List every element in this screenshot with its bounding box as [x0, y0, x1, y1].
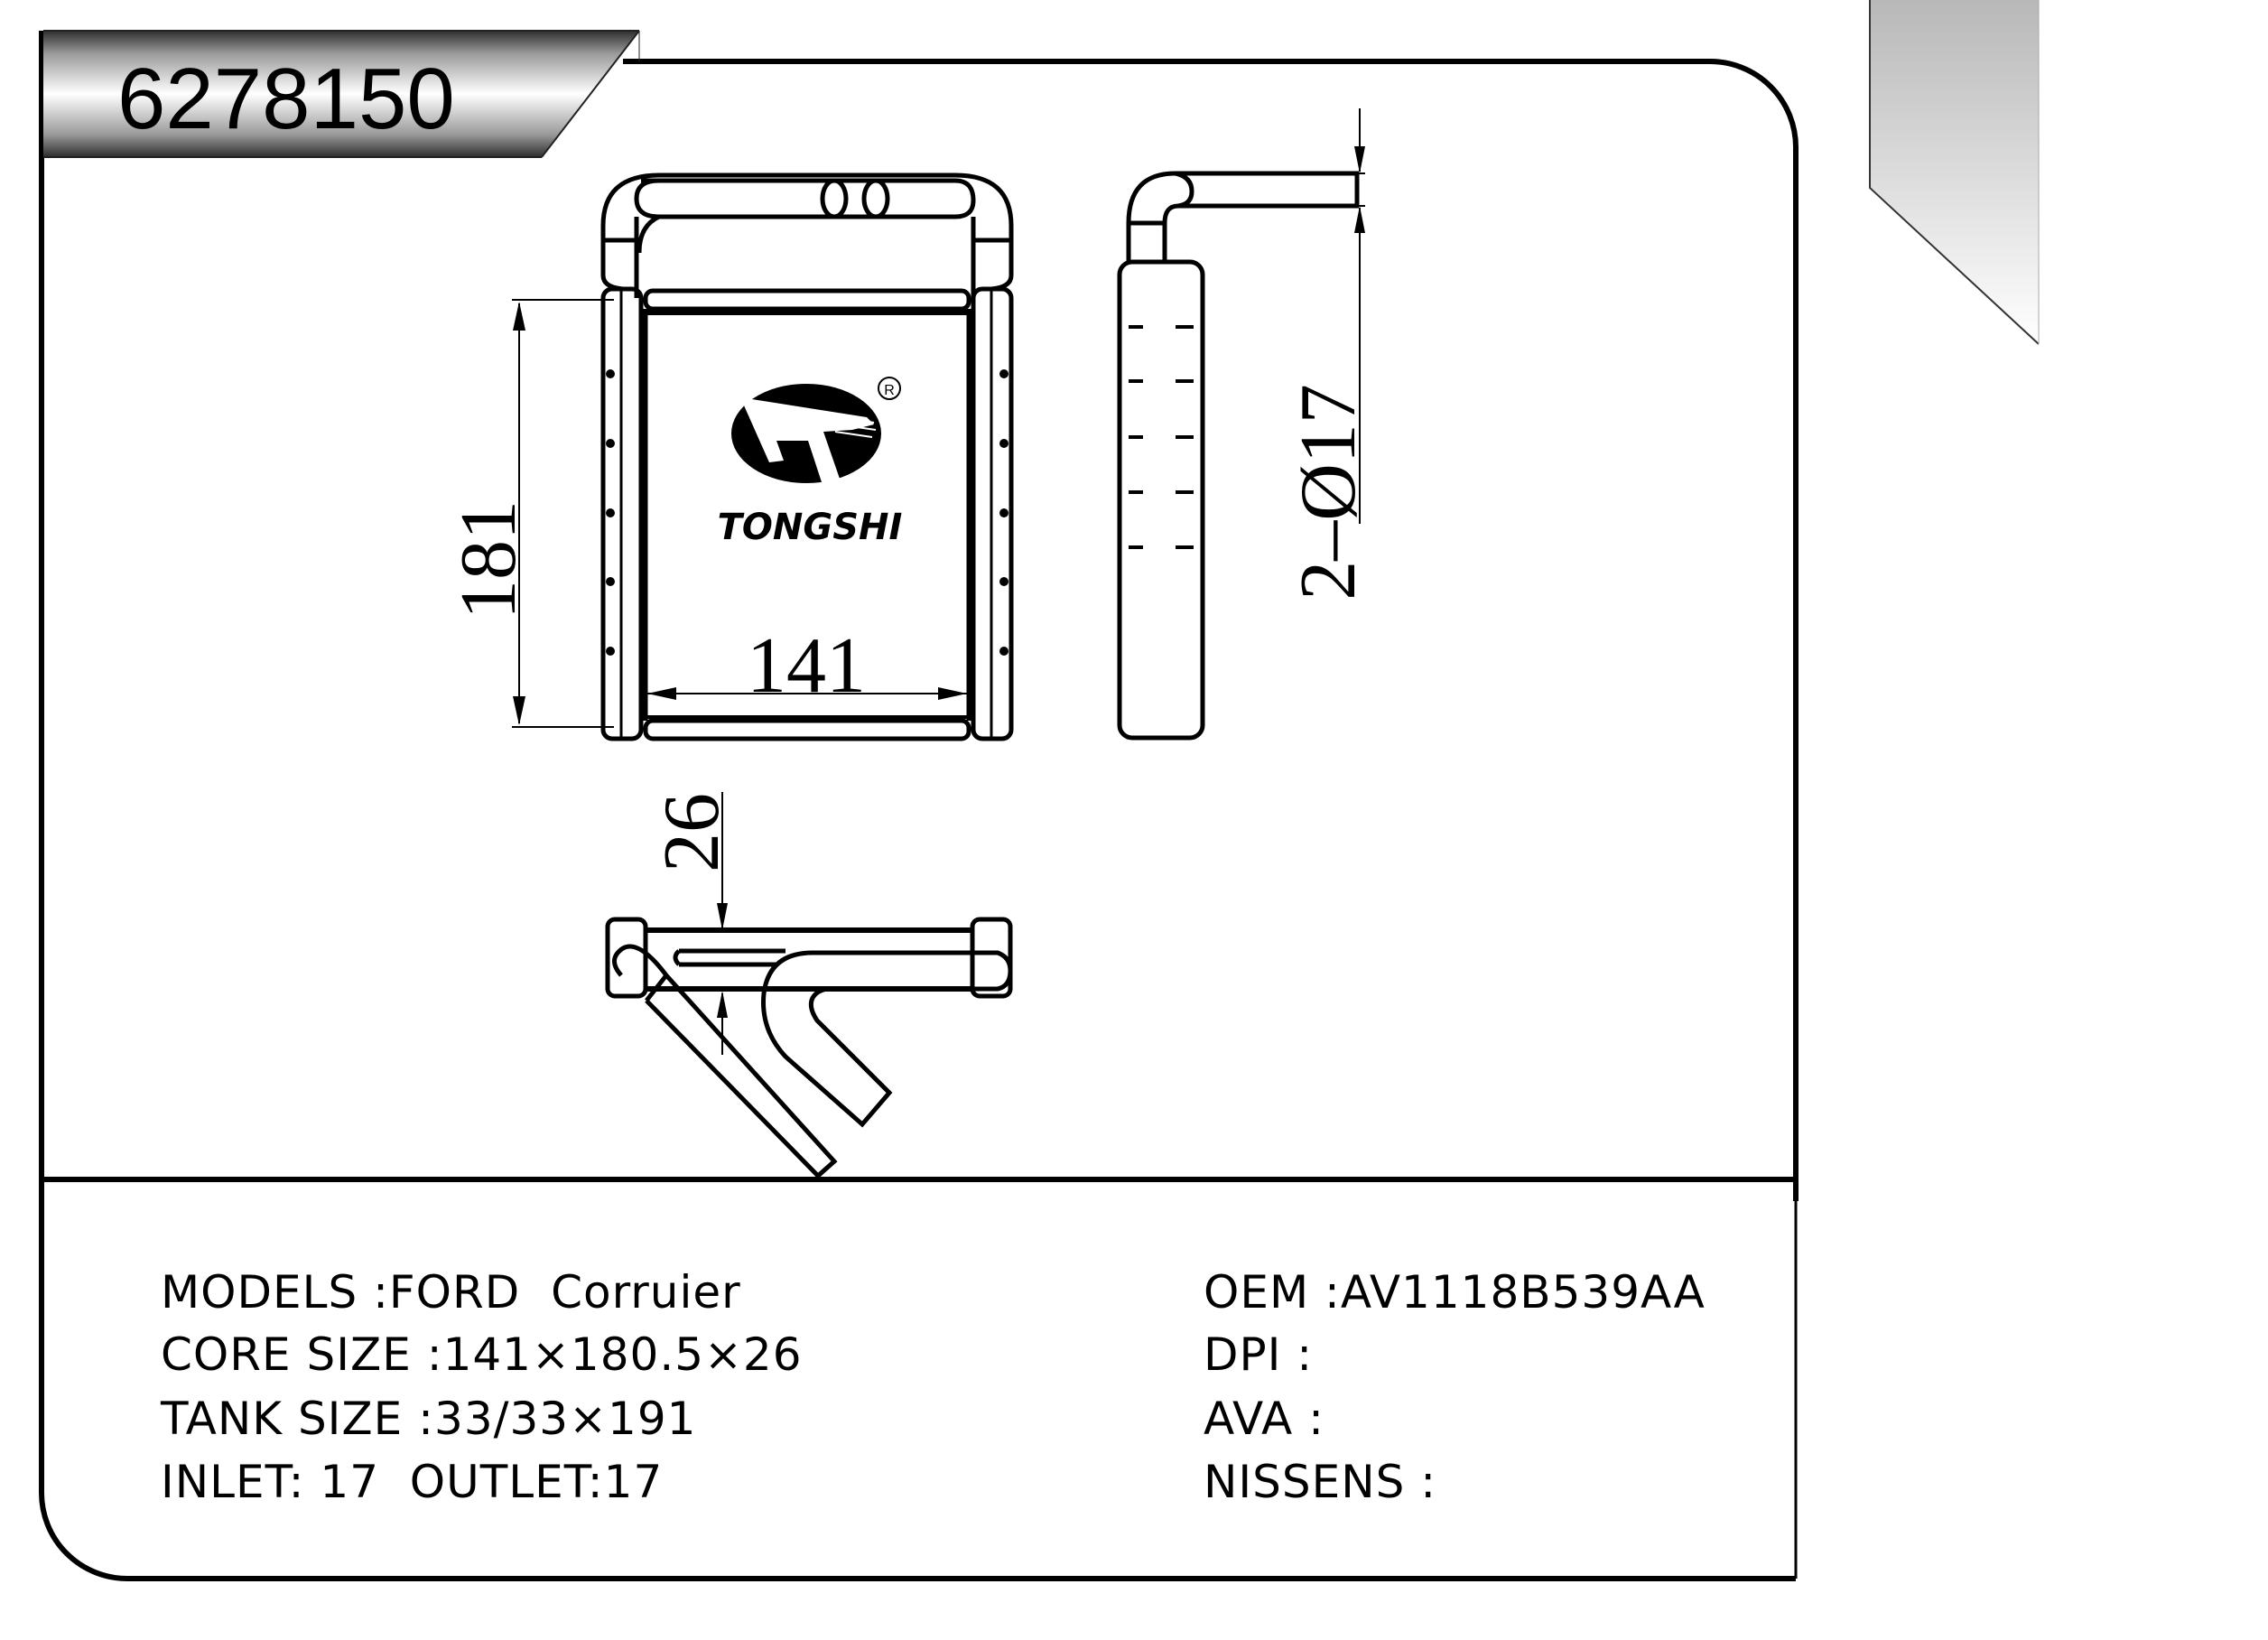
- spec-row: NISSENS :: [1204, 1456, 1436, 1508]
- spec-row: CORE SIZE :141×180.5×26: [161, 1328, 803, 1381]
- front-view: [600, 172, 1014, 741]
- spec-row: DPI :: [1204, 1328, 1313, 1381]
- spec-row: MODELS :FORD Corruier: [161, 1266, 741, 1319]
- corner-decoration: [1869, 0, 2040, 345]
- registered-mark-icon: [878, 377, 901, 400]
- side-view: [1117, 171, 1360, 741]
- side-dimensions: 2–Ø17: [1285, 108, 1372, 601]
- height-dimension-label: 181: [445, 500, 533, 620]
- part-number: 6278150: [117, 51, 455, 147]
- bottom-dimensions: 26: [648, 792, 736, 1055]
- bottom-view: [605, 917, 1013, 1179]
- spec-row: INLET: 17 OUTLET:17: [161, 1456, 663, 1508]
- width-dimension-label: 141: [747, 622, 866, 710]
- spec-row: AVA :: [1204, 1393, 1325, 1445]
- spec-row: TANK SIZE :33/33×191: [160, 1393, 696, 1445]
- pipe-dimension-label: 2–Ø17: [1285, 384, 1372, 601]
- depth-dimension-label: 26: [648, 793, 736, 872]
- tank-rivets: [606, 369, 1009, 656]
- tongshi-logo: R TONGSHI: [718, 377, 903, 548]
- front-dimensions: 181 141: [445, 299, 967, 728]
- sheet-frame: [39, 31, 1799, 1581]
- spec-row: OEM :AV1118B539AA: [1204, 1266, 1706, 1319]
- title-banner: 6278150: [43, 30, 640, 158]
- brand-name: TONGSHI: [718, 507, 903, 548]
- specs-right: OEM :AV1118B539AA DPI : AVA : NISSENS :: [1204, 1266, 1706, 1508]
- specs-left: MODELS :FORD Corruier CORE SIZE :141×180…: [160, 1266, 803, 1508]
- registered-mark: R: [884, 383, 895, 398]
